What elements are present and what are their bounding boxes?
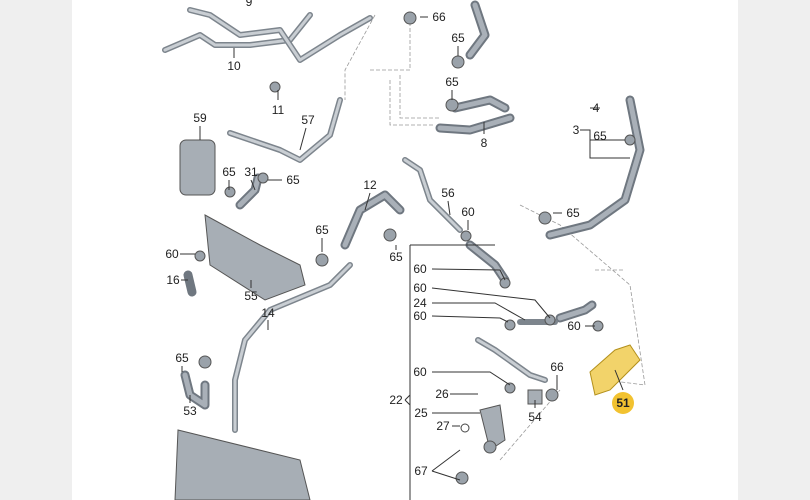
- callout-65: 65: [389, 250, 403, 264]
- callout-60: 60: [461, 205, 475, 219]
- callout-65: 65: [445, 75, 459, 89]
- callout-65: 65: [286, 173, 300, 187]
- callout-67: 67: [414, 464, 428, 478]
- callout-9: 9: [246, 0, 253, 9]
- highlight-badge: [612, 392, 634, 414]
- callout-60: 60: [567, 319, 581, 333]
- callout-24: 24: [413, 296, 427, 310]
- callout-22: 22: [389, 393, 403, 407]
- diagram-sheet: [72, 0, 738, 500]
- callout-53: 53: [183, 404, 197, 418]
- callout-11: 11: [272, 103, 285, 117]
- callout-66: 66: [432, 10, 446, 24]
- callout-60: 60: [413, 309, 427, 323]
- callouts: 9 66 65 10 65 11 59 57 8 4 3 65 65 31 65…: [165, 0, 634, 478]
- callout-56: 56: [441, 186, 455, 200]
- leader-lines: [180, 16, 630, 500]
- callout-16: 16: [166, 273, 180, 287]
- callout-26: 26: [435, 387, 449, 401]
- egr-cooler: [204, 214, 306, 301]
- callout-57: 57: [301, 113, 315, 127]
- callout-65: 65: [451, 31, 465, 45]
- assembly-guide-lines: [344, 14, 646, 461]
- callout-55: 55: [244, 289, 258, 303]
- callout-60: 60: [165, 247, 179, 261]
- callout-60: 60: [413, 365, 427, 379]
- callout-65: 65: [315, 223, 329, 237]
- callout-65: 65: [222, 165, 236, 179]
- callout-60: 60: [413, 262, 427, 276]
- callout-60: 60: [413, 281, 427, 295]
- callout-25: 25: [414, 406, 428, 420]
- callout-27: 27: [436, 419, 450, 433]
- hoses: [162, 0, 645, 433]
- callout-3: 3: [573, 123, 580, 137]
- callout-8: 8: [481, 136, 488, 150]
- callout-10: 10: [227, 59, 241, 73]
- callout-14: 14: [261, 306, 275, 320]
- callout-4: 4: [593, 101, 600, 115]
- callout-65: 65: [593, 129, 607, 143]
- callout-59: 59: [193, 111, 207, 125]
- callout-12: 12: [363, 178, 377, 192]
- callout-66: 66: [550, 360, 564, 374]
- callout-51: 51: [616, 396, 630, 410]
- radiator: [174, 429, 311, 500]
- callout-65: 65: [566, 206, 580, 220]
- callout-54: 54: [528, 410, 542, 424]
- coolant-flange: [479, 404, 506, 451]
- callout-65: 65: [175, 351, 189, 365]
- callout-31: 31: [244, 165, 258, 179]
- oil-cooler-housing: [179, 139, 216, 196]
- components: [174, 11, 641, 500]
